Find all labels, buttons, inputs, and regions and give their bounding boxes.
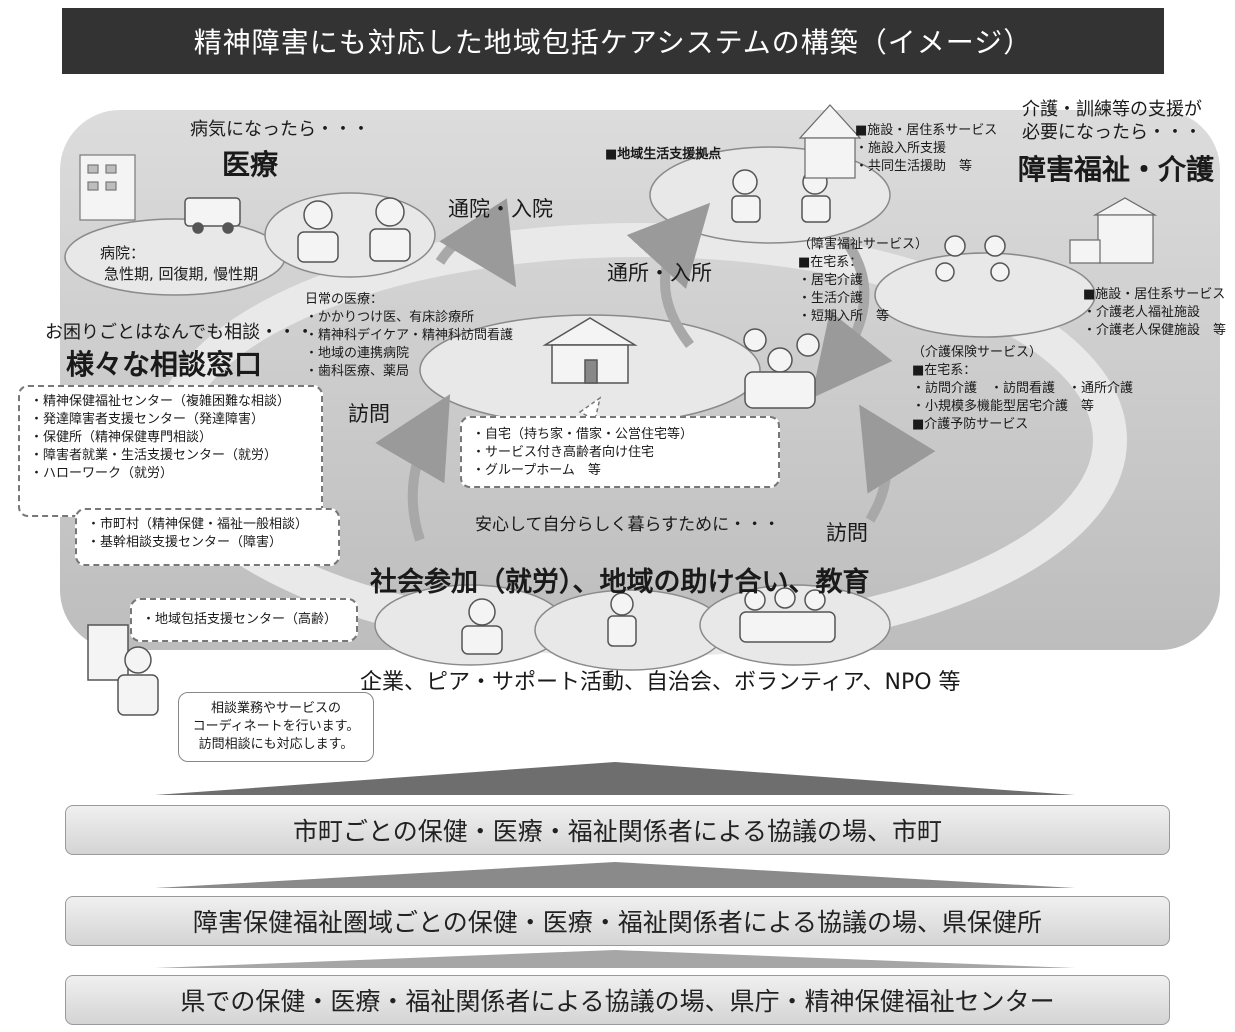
staff-note-line: 訪問相談にも対応します。 — [198, 737, 354, 752]
housing-item: ・サービス付き高齢者向け住宅 — [472, 445, 655, 460]
medical-lead: 病気になったら・・・ — [190, 119, 370, 140]
level-municipal: 市町ごとの保健・医療・福祉関係者による協議の場、市町 — [65, 805, 1170, 855]
disability-service-item: ・居宅介護 — [798, 273, 864, 288]
hospital-detail: 急性期, 回復期, 慢性期 — [104, 265, 259, 283]
consultant-figure-icon — [87, 624, 159, 716]
staff-note-callout: 相談業務やサービスの コーディネートを行います。 訪問相談にも対応します。 — [178, 692, 374, 762]
daily-medical-item: ・歯科医療、薬局 — [305, 364, 410, 379]
level-prefectural-text: 県での保健・医療・福祉関係者による協議の場、県庁・精神保健福祉センター — [180, 987, 1055, 1016]
level-roof-3 — [155, 950, 1075, 968]
consultation-item: ・地域包括支援センター（高齢） — [142, 612, 338, 627]
facility-services-right: ■施設・居住系サービス ・介護老人福祉施設 ・介護老人保健施設 等 — [1083, 286, 1226, 340]
consultation-heading: 様々な相談窓口 — [66, 348, 263, 381]
arrow-facility-up — [626, 202, 711, 349]
daily-medical-item: ・地域の連携病院 — [305, 346, 410, 361]
wheelchair-icon — [935, 235, 1010, 282]
daily-medical-list: 日常の医療： ・かかりつけ医、有床診療所 ・精神科デイケア・精神科訪問看護 ・地… — [305, 291, 513, 381]
level-municipal-text: 市町ごとの保健・医療・福祉関係者による協議の場、市町 — [292, 817, 942, 846]
consultation-item: ・精神保健福祉センター（複雑困難な相談） — [30, 394, 291, 409]
page-title-text: 精神障害にも対応した地域包括ケアシステムの構築（イメージ） — [193, 26, 1033, 59]
level-prefectural: 県での保健・医療・福祉関係者による協議の場、県庁・精神保健福祉センター — [65, 975, 1170, 1025]
housing-item: ・グループホーム 等 — [472, 463, 601, 478]
housing-callout-tail — [578, 396, 602, 422]
consultation-item: ・ハローワーク（就労） — [30, 466, 174, 481]
arrow-visit-left — [375, 394, 451, 542]
care-insurance-item: ・訪問介護 ・訪問看護 ・通所介護 — [912, 381, 1134, 396]
consultation-box-municipal: ・市町村（精神保健・福祉一般相談） ・基幹相談支援センター（障害） — [75, 508, 340, 566]
medical-heading: 医療 — [222, 148, 279, 181]
care-insurance-item: ■在宅系： — [912, 363, 977, 378]
consultation-item: ・発達障害者支援センター（発達障害） — [30, 412, 265, 427]
level-roof-1 — [155, 762, 1075, 795]
support-base-label: ■地域生活支援拠点 — [605, 147, 722, 162]
family-figures-icon — [743, 328, 820, 409]
consultation-item: ・保健所（精神保健専門相談） — [30, 430, 213, 445]
disability-service-item: ・生活介護 — [798, 291, 864, 306]
facility-services-top: ■施設・居住系サービス ・施設入所支援 ・共同生活援助 等 — [855, 122, 997, 176]
facility-item: ・共同生活援助 等 — [855, 159, 973, 174]
consultation-item: ・市町村（精神保健・福祉一般相談） — [87, 517, 309, 532]
welfare-lead-line1: 介護・訓練等の支援が — [1022, 99, 1202, 120]
housing-box: ・自宅（持ち家・借家・公営住宅等） ・サービス付き高齢者向け住宅 ・グループホー… — [460, 416, 780, 488]
welfare-lead-line2: 必要になったら・・・ — [1022, 122, 1202, 143]
daily-medical-item: ・かかりつけ医、有床診療所 — [305, 310, 475, 325]
care-ellipse — [874, 252, 1096, 338]
community-lead: 安心して自分らしく暮らすために・・・ — [475, 515, 781, 535]
facility-item: ■施設・居住系サービス — [855, 123, 998, 138]
facility-item: ・介護老人福祉施設 — [1083, 305, 1201, 320]
hospital-label: 病院： — [100, 244, 146, 262]
housing-item: ・自宅（持ち家・借家・公営住宅等） — [472, 427, 694, 442]
consultation-box-elderly: ・地域包括支援センター（高齢） — [130, 598, 358, 642]
consultation-item: ・基幹相談支援センター（障害） — [87, 535, 283, 550]
ambulance-icon — [184, 197, 241, 234]
care-insurance-item: （介護保険サービス） — [912, 345, 1043, 360]
disability-service-item: ・短期入所 等 — [798, 309, 890, 324]
care-insurance-item: ・小規模多機能型居宅介護 等 — [912, 399, 1095, 414]
level-regional-text: 障害保健福祉圏域ごとの保健・医療・福祉関係者による協議の場、県保健所 — [192, 908, 1042, 937]
daily-medical-item: ・精神科デイケア・精神科訪問看護 — [305, 328, 514, 343]
flow-visit-right-label: 訪問 — [826, 521, 868, 545]
house-icon — [542, 317, 638, 384]
welfare-heading: 障害福祉・介護 — [1018, 153, 1215, 186]
facility-item: ■施設・居住系サービス — [1083, 287, 1226, 302]
arrow-outpatient — [435, 198, 517, 288]
community-actors: 企業、ピア・サポート活動、自治会、ボランティア、NPO 等 — [360, 670, 961, 695]
level-regional: 障害保健福祉圏域ごとの保健・医療・福祉関係者による協議の場、県保健所 — [65, 896, 1170, 946]
arrow-facility-down — [811, 237, 893, 399]
care-insurance-list: （介護保険サービス） ■在宅系： ・訪問介護 ・訪問看護 ・通所介護 ・小規模多… — [912, 344, 1133, 434]
community-heading: 社会参加（就労）、地域の助け合い、教育 — [370, 567, 870, 598]
consultation-item: ・障害者就業・生活支援センター（就労） — [30, 448, 278, 463]
elderly-group-icon — [739, 587, 836, 643]
disability-service-item: （障害福祉サービス） — [798, 237, 929, 252]
hospital-building-icon — [79, 154, 136, 221]
staff-note-line: 相談業務やサービスの — [210, 701, 341, 716]
doctor-figures-icon — [297, 197, 411, 263]
facility-item: ・介護老人保健施設 等 — [1083, 323, 1227, 338]
disability-services-list: （障害福祉サービス） ■在宅系： ・居宅介護 ・生活介護 ・短期入所 等 — [798, 236, 928, 326]
flow-visit-left-label: 訪問 — [348, 402, 390, 426]
flow-facility-label: 通所・入所 — [607, 261, 712, 285]
care-facility-building-icon — [1069, 197, 1158, 264]
level-roof-2 — [155, 862, 1075, 888]
arrow-visit-right — [859, 404, 936, 523]
disability-service-item: ■在宅系： — [798, 255, 863, 270]
facility-item: ・施設入所支援 — [855, 141, 947, 156]
page-title: 精神障害にも対応した地域包括ケアシステムの構築（イメージ） — [62, 8, 1164, 74]
care-insurance-item: ■介護予防サービス — [912, 417, 1029, 432]
group-home-building-icon — [798, 104, 862, 179]
consultation-lead: お困りごとはなんでも相談・・・ — [45, 322, 315, 343]
daily-medical-title: 日常の医療： — [305, 292, 384, 307]
child-figure-icon — [607, 592, 637, 647]
flow-outpatient-label: 通院・入院 — [448, 197, 553, 221]
worker-figure-icon — [461, 598, 503, 655]
staff-note-line: コーディネートを行います。 — [192, 719, 360, 734]
consultation-box-specialist: ・精神保健福祉センター（複雑困難な相談） ・発達障害者支援センター（発達障害） … — [18, 385, 323, 517]
